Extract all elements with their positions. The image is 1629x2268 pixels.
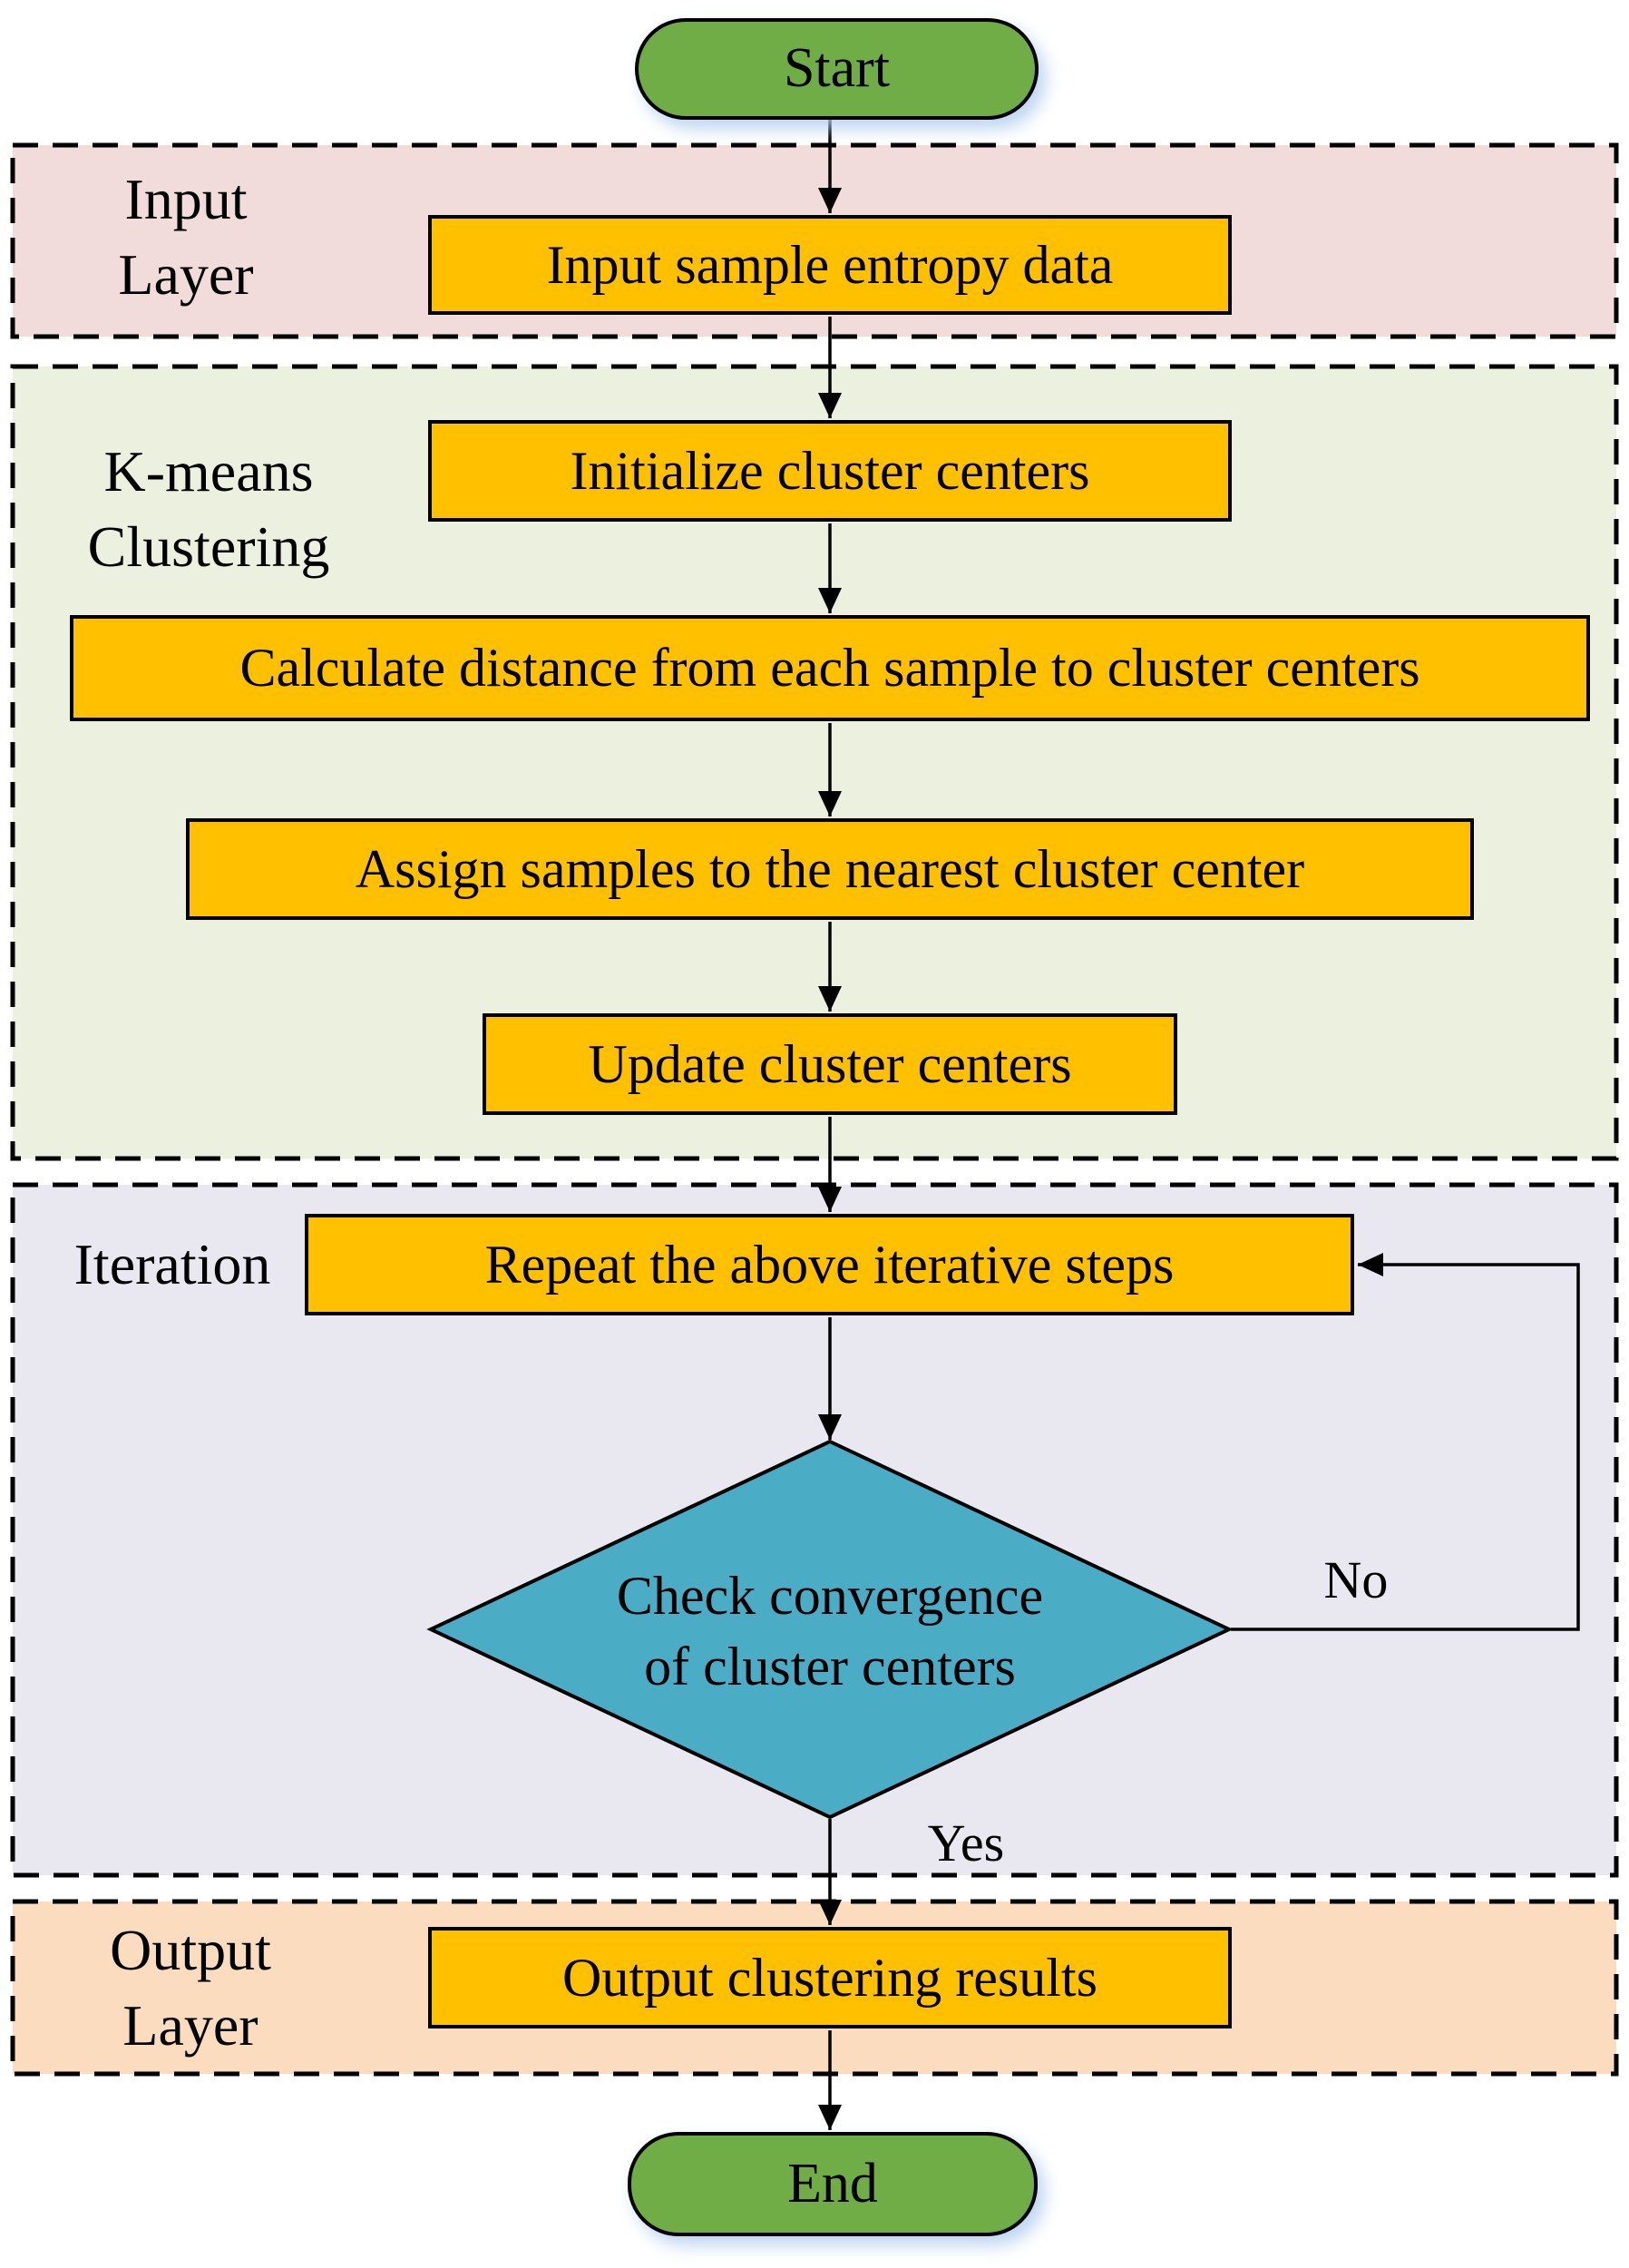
process-update-cluster-centers: Update cluster centers (483, 1013, 1177, 1115)
decision-label-line: of cluster centers (644, 1637, 1016, 1696)
edge-label-no: No (1323, 1550, 1389, 1609)
section-label-line: Layer (118, 242, 254, 308)
decision-label-line: Check convergence (616, 1566, 1044, 1626)
section-label-line: Iteration (73, 1232, 271, 1296)
section-label-line: K-means (103, 439, 314, 503)
section-label-input-layer: Input Layer (63, 161, 308, 312)
edge-label-yes: Yes (927, 1813, 1005, 1872)
process-initialize-cluster-centers: Initialize cluster centers (428, 420, 1232, 522)
decision-check-convergence-label: Check convergence of cluster centers (503, 1540, 1156, 1722)
process-input-sample-data: Input sample entropy data (428, 215, 1232, 315)
terminator-start: Start (635, 18, 1039, 120)
section-label-line: Layer (122, 1993, 258, 2058)
process-output-results: Output clustering results (428, 1927, 1232, 2028)
process-calculate-distance: Calculate distance from each sample to c… (70, 615, 1590, 721)
process-assign-samples: Assign samples to the nearest cluster ce… (186, 818, 1474, 920)
section-label-output-layer: Output Layer (54, 1912, 327, 2063)
terminator-end: End (628, 2132, 1038, 2236)
section-label-line: Output (110, 1918, 271, 1982)
section-label-line: Input (124, 167, 248, 231)
section-label-iteration: Iteration (36, 1227, 308, 1302)
section-label-kmeans: K-means Clustering (36, 434, 381, 584)
section-label-line: Clustering (87, 514, 330, 580)
process-repeat-steps: Repeat the above iterative steps (305, 1214, 1354, 1315)
